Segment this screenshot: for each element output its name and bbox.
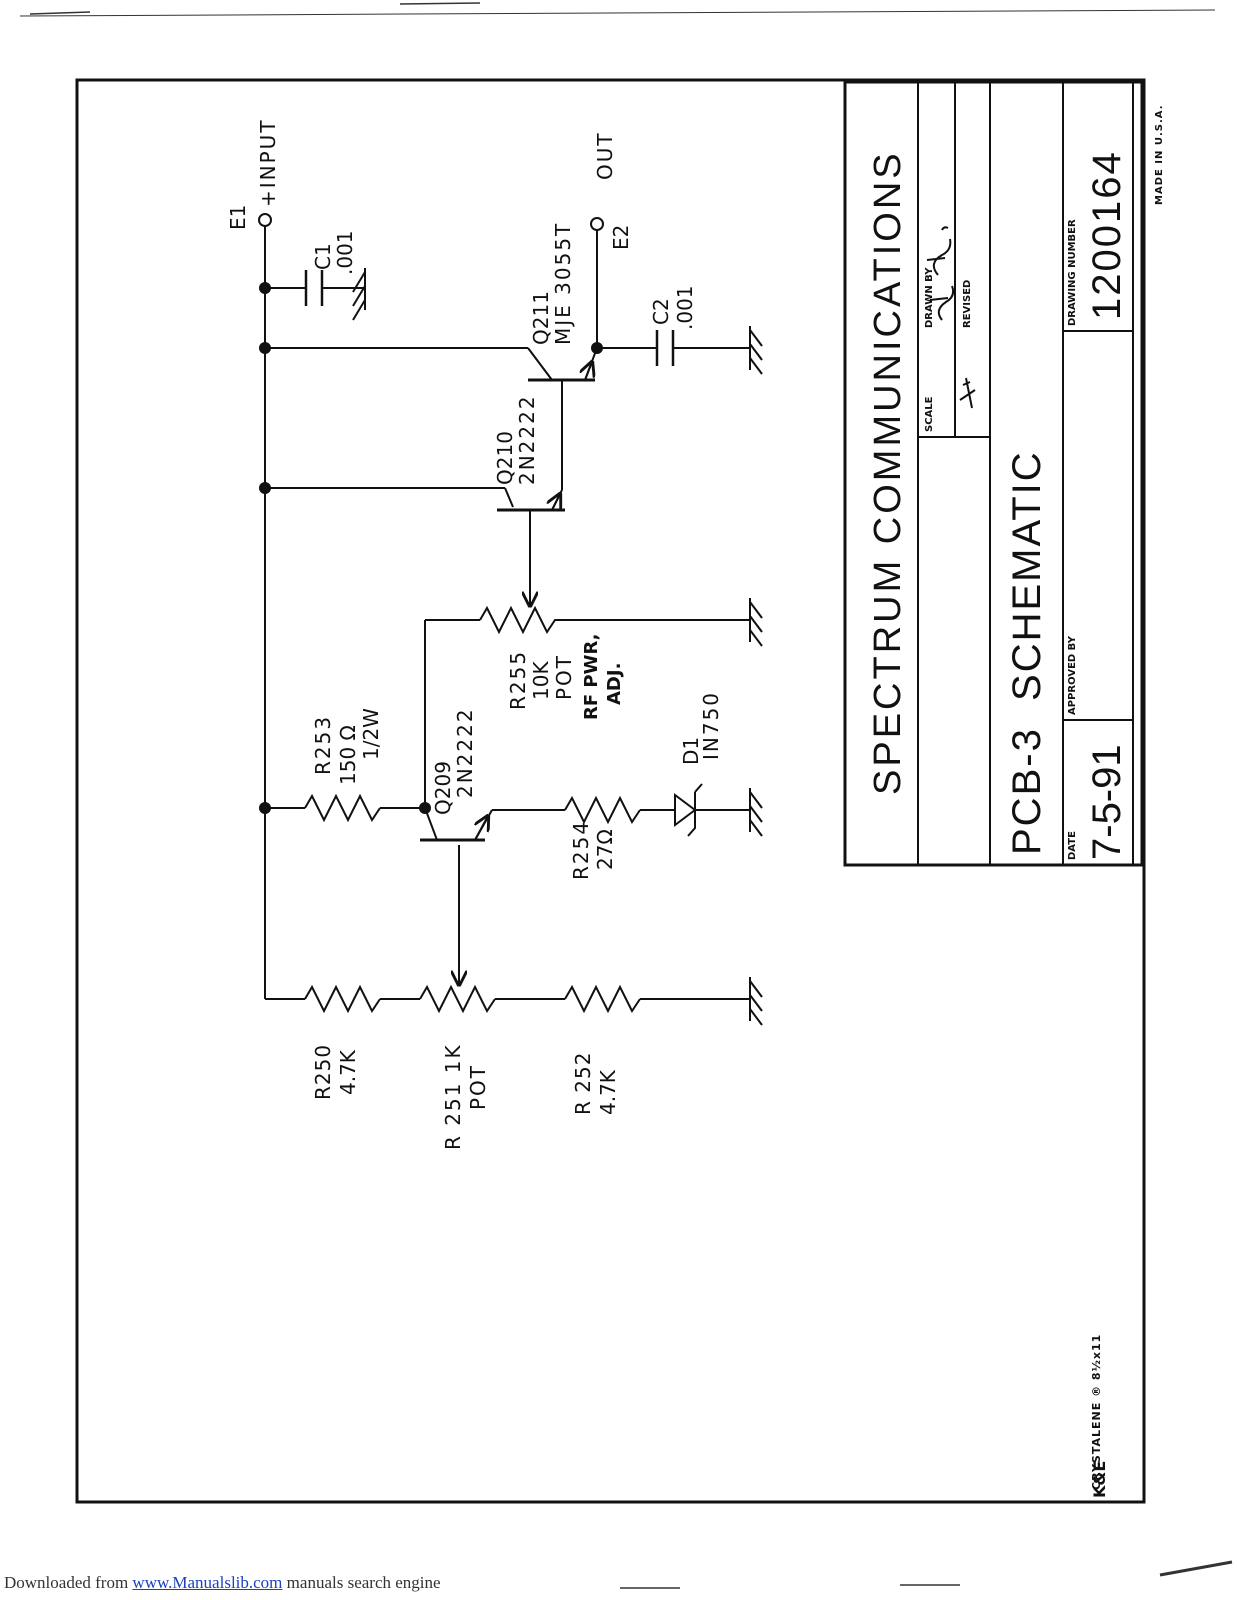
ground-icon — [749, 326, 763, 375]
zener-diode-d1: D1 IN750 — [674, 691, 723, 837]
made-in-label: MADE IN U.S.A. — [1154, 104, 1165, 205]
ground-icon — [749, 977, 763, 1026]
resistor-r253: R253 150 Ω 1/2W — [304, 708, 383, 823]
e1-label: E1 — [226, 205, 250, 230]
r255-function-2: ADJ. — [604, 663, 625, 705]
r254-value: 27Ω — [593, 829, 617, 870]
e1-input-terminal: E1 +INPUT — [226, 118, 280, 230]
scan-edge-artifact — [620, 1560, 1233, 1589]
potentiometer-r251: R 251 1K POT — [419, 960, 496, 1150]
capacitor-c1: C1 .001 — [304, 230, 357, 306]
ground-symbols — [352, 268, 763, 1026]
c1-value: .001 — [333, 230, 357, 275]
drawn-by-label: DRAWN BY — [924, 267, 935, 328]
capacitor-c2: C2 .001 — [649, 285, 697, 366]
r251-value: POT — [466, 1064, 490, 1110]
resistor-r252: R 252 4.7K — [564, 984, 641, 1115]
r250-value: 4.7K — [336, 1049, 360, 1095]
input-label: +INPUT — [256, 118, 280, 207]
manualslib-link[interactable]: www.Manualslib.com — [132, 1573, 283, 1592]
r253-rating: 1/2W — [359, 708, 383, 760]
potentiometer-r255: R255 10K POT RF PWR, ADJ. — [479, 580, 625, 720]
c2-value: .001 — [673, 285, 697, 330]
r253-value: 150 Ω — [336, 725, 360, 785]
q210-ref: Q210 — [493, 431, 517, 485]
paper-logo: K&E — [1090, 1461, 1109, 1498]
d1-part: IN750 — [699, 691, 723, 760]
drawing-title: PCB-3 SCHEMATIC — [1005, 450, 1049, 855]
r255-ref: R255 — [506, 650, 530, 710]
q211-ref: Q211 — [529, 291, 553, 345]
transistor-q210: Q210 2N2222 — [493, 394, 565, 512]
drawing-number-label: DRAWING NUMBER — [1067, 219, 1078, 326]
c2-ref: C2 — [649, 298, 673, 325]
resistor-r250: R250 4.7K — [304, 984, 381, 1100]
scan-edge-artifact — [19, 2, 1216, 17]
r255-value: 10K — [529, 661, 553, 700]
date-label: DATE — [1067, 831, 1078, 860]
r252-ref: R 252 — [571, 1052, 595, 1115]
r251-ref: R 251 1K — [441, 1043, 465, 1150]
download-footer: Downloaded from www.Manualslib.com manua… — [4, 1573, 441, 1595]
footer-suffix: manuals search engine — [282, 1573, 441, 1592]
r253-ref: R253 — [311, 715, 335, 775]
q210-type: 2N2222 — [515, 394, 539, 485]
resistor-r254: R254 27Ω — [564, 795, 641, 880]
scale-mark — [959, 377, 976, 409]
q211-type: MJE 3055T — [551, 222, 575, 345]
paper-brand: CRYSTALENE ® 8½x11 — [1090, 1334, 1103, 1490]
approved-by-label: APPROVED BY — [1067, 635, 1078, 715]
r252-value: 4.7K — [596, 1069, 620, 1115]
q209-type: 2N2222 — [453, 707, 477, 798]
drawing-border — [75, 78, 1146, 1504]
e2-output-terminal: E2 OUT — [590, 131, 633, 250]
r254-ref: R254 — [569, 820, 593, 880]
revised-label: REVISED — [962, 280, 973, 328]
title-block-text: SPECTRUM COMMUNICATIONS SCALE DRAWN BY R… — [867, 104, 1165, 1498]
q209-ref: Q209 — [431, 761, 455, 815]
company-name: SPECTRUM COMMUNICATIONS — [867, 150, 909, 795]
r250-ref: R250 — [311, 1044, 335, 1100]
d1-ref: D1 — [679, 737, 703, 765]
title-block — [843, 80, 1144, 867]
transistor-q211: Q211 MJE 3055T — [528, 222, 595, 382]
r255-type: POT — [552, 654, 576, 700]
footer-prefix: Downloaded from — [4, 1573, 133, 1592]
drawn-by-signature — [926, 226, 955, 321]
transistor-q209: Q209 2N2222 — [420, 707, 488, 842]
r255-function-1: RF PWR, — [581, 633, 602, 720]
junction-dots — [259, 282, 603, 814]
drawing-number: 1200164 — [1085, 150, 1129, 320]
ground-icon — [352, 268, 366, 321]
scale-label: SCALE — [924, 396, 935, 432]
e2-label: E2 — [609, 225, 633, 250]
c1-ref: C1 — [311, 243, 335, 270]
ground-icon — [749, 598, 763, 647]
ground-icon — [749, 788, 763, 837]
out-label: OUT — [593, 131, 617, 180]
circuit-wires — [264, 218, 750, 1000]
date-value: 7-5-91 — [1085, 744, 1129, 860]
